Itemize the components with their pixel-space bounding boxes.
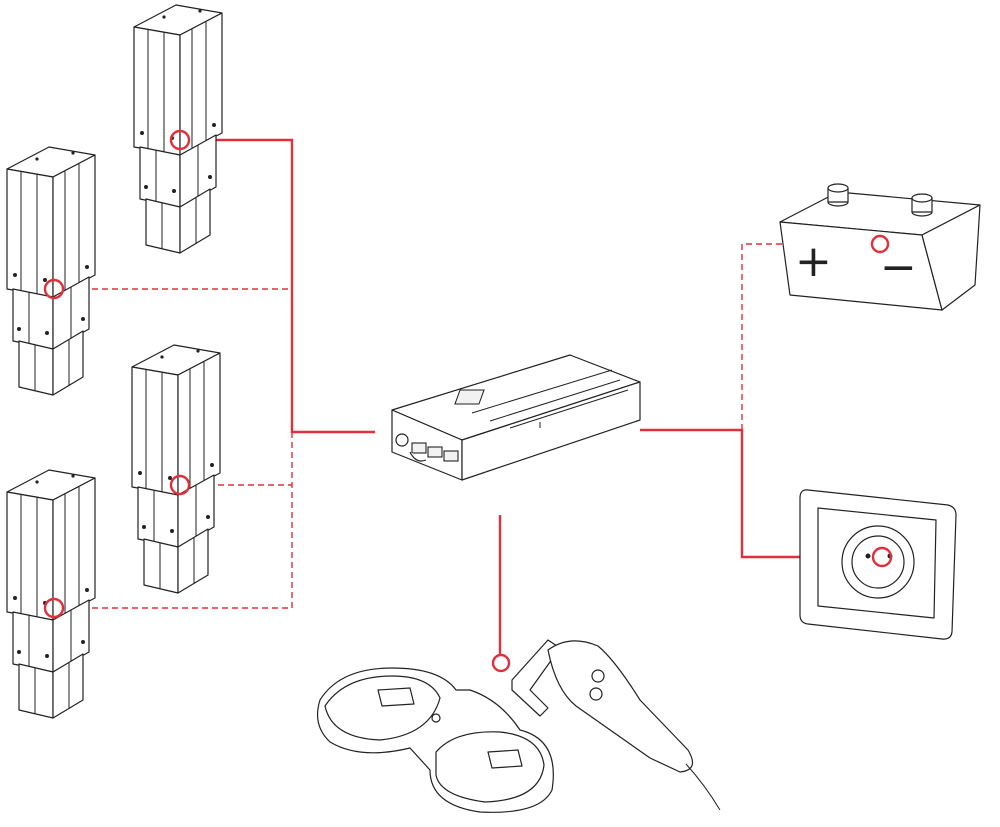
foot-switch-icon — [317, 667, 554, 813]
lifting-column-4 — [6, 469, 96, 719]
port-wall-socket — [871, 546, 893, 568]
battery-plus-symbol: + — [795, 236, 832, 287]
wire-column-4 — [62, 432, 293, 609]
battery-icon: + − — [779, 183, 981, 311]
wire-column-1 — [190, 138, 375, 434]
lifting-column-icon — [131, 344, 221, 594]
lifting-column-2 — [6, 146, 96, 396]
lifting-column-3 — [131, 344, 221, 594]
control-box-icon — [391, 354, 641, 481]
hand-switch — [511, 639, 721, 811]
port-battery — [870, 234, 890, 254]
lifting-column-icon — [133, 4, 223, 254]
control-box — [391, 354, 641, 481]
foot-switch — [317, 667, 554, 813]
port-column-4 — [43, 597, 65, 619]
port-column-2 — [43, 278, 65, 300]
port-column-1 — [169, 129, 191, 151]
lifting-column-icon — [6, 146, 96, 396]
connection-ports — [43, 129, 893, 673]
port-hand-switch — [491, 653, 511, 673]
battery: + − — [779, 183, 981, 311]
lifting-column-1 — [133, 4, 223, 254]
lifting-column-icon — [6, 469, 96, 719]
hand-switch-icon — [511, 639, 721, 811]
port-column-3 — [169, 474, 191, 496]
